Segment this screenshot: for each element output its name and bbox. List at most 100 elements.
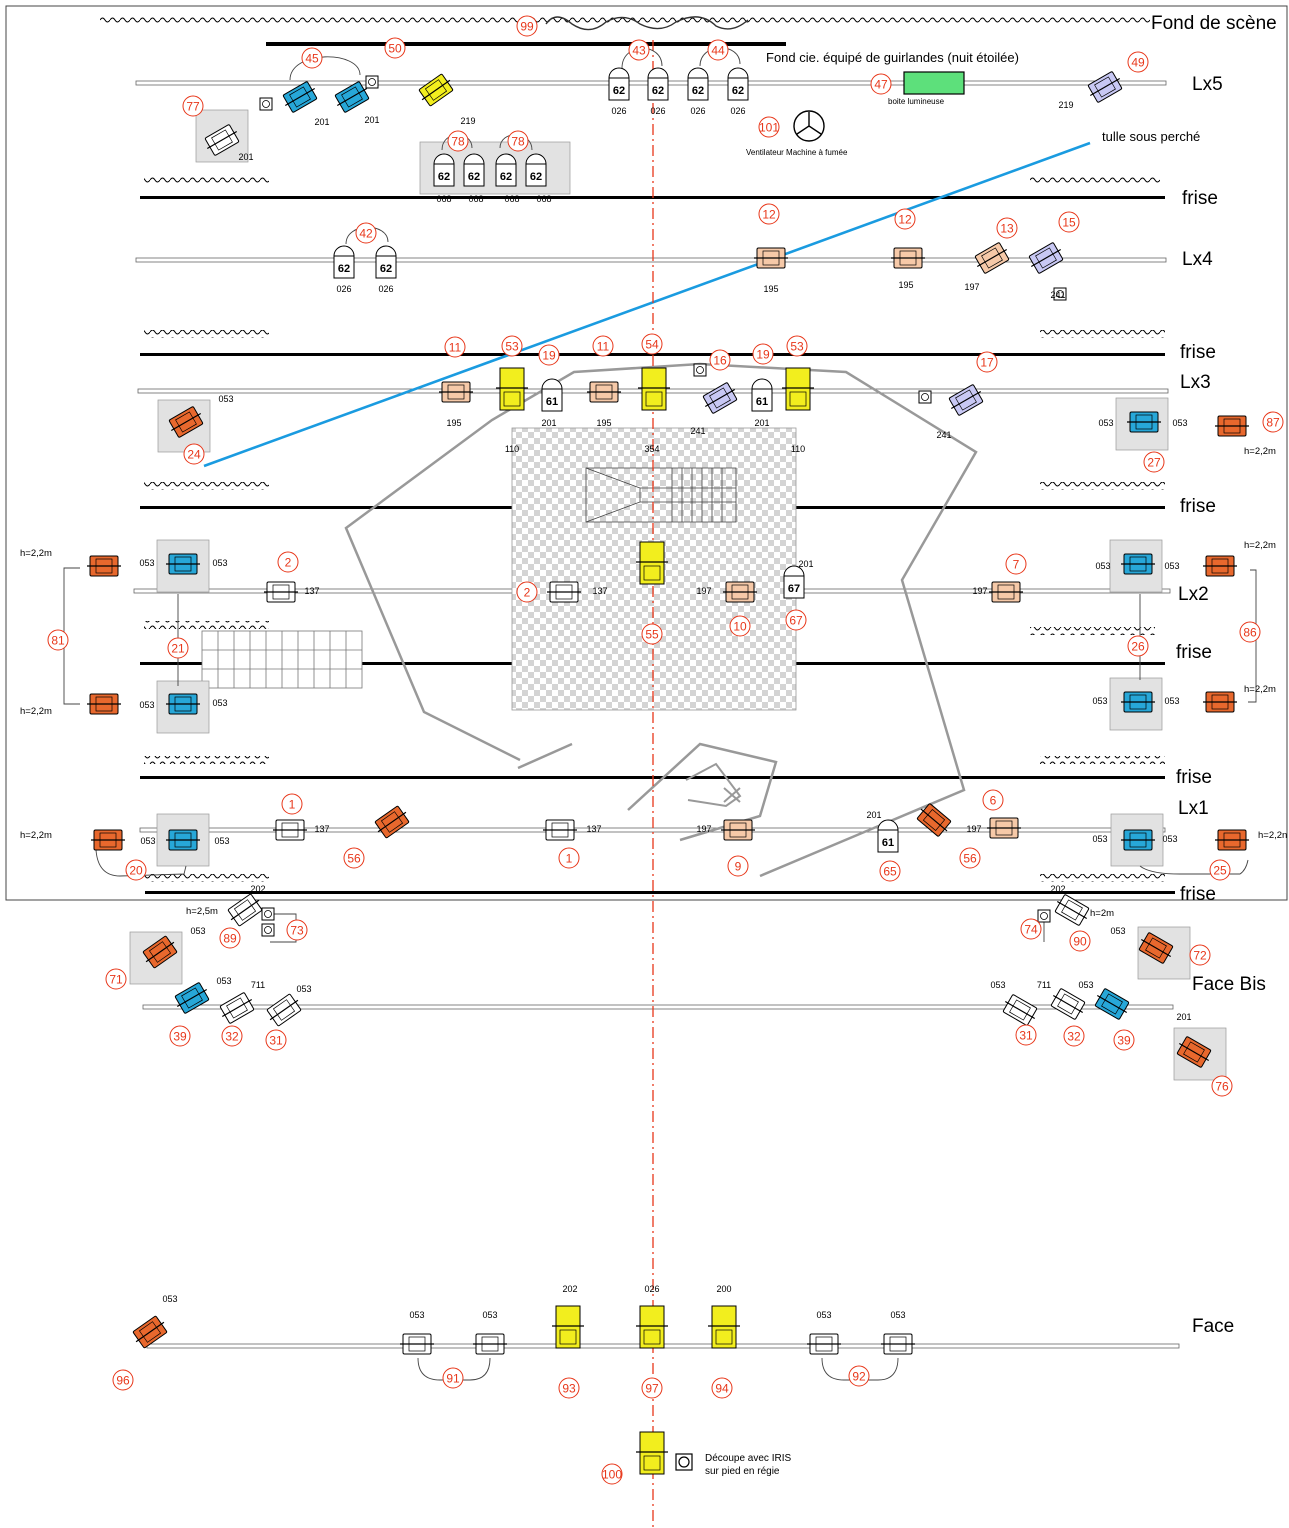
gel-code: 197 <box>972 586 987 596</box>
circuit-label: 89 <box>223 932 237 946</box>
boite-lumineuse <box>903 71 965 95</box>
circuit-number: 39 <box>169 1025 191 1047</box>
scroller-icon <box>693 363 707 377</box>
circuit-label: 77 <box>186 100 200 114</box>
circuit-number: 32 <box>1063 1025 1085 1047</box>
par-lamp-icon: 67 <box>783 565 805 599</box>
circuit-label: 47 <box>874 78 888 92</box>
circuit-number: 31 <box>265 1029 287 1051</box>
circuit-label: 43 <box>632 44 646 58</box>
par-lamp-icon: 62 <box>687 67 709 101</box>
circuit-number: 49 <box>1127 51 1149 73</box>
circuit-number: 78 <box>447 130 469 152</box>
projector-icon-salmon <box>891 247 925 269</box>
gel-code: 137 <box>592 586 607 596</box>
circuit-number: 13 <box>996 217 1018 239</box>
label-lx1: Lx1 <box>1178 798 1209 819</box>
par-lamp-icon: 62 <box>433 153 455 187</box>
circuit-label: 21 <box>171 642 185 656</box>
projector-icon-orange <box>132 1315 168 1349</box>
circuit-number: 2 <box>516 581 538 603</box>
par-code: 62 <box>380 263 392 275</box>
circuit-label: 24 <box>187 448 201 462</box>
circuit-number: 25 <box>1209 859 1231 881</box>
projector-icon-salmon <box>974 242 1010 274</box>
circuit-number: 101 <box>758 116 780 138</box>
gel-code: 137 <box>586 824 601 834</box>
circuit-label: 39 <box>173 1030 187 1044</box>
projector-icon-blue <box>334 81 370 113</box>
gel-code: 053 <box>1164 561 1179 571</box>
frise-wave <box>1040 756 1165 764</box>
projector-icon-yellow <box>782 367 814 411</box>
circuit-label: 15 <box>1062 216 1076 230</box>
gel-code: 053 <box>1095 561 1110 571</box>
projector-icon-lavender <box>1087 71 1123 103</box>
gel-code: 026 <box>644 1284 659 1294</box>
gel-code: 053 <box>139 700 154 710</box>
label-frise: frise <box>1176 642 1212 663</box>
circuit-label: 90 <box>1073 935 1087 949</box>
stage-frame <box>5 5 1288 901</box>
scroller-icon <box>365 75 379 89</box>
projector-icon-lavender <box>1028 242 1064 274</box>
projector-icon-white <box>266 993 302 1027</box>
gel-code: 053 <box>1162 834 1177 844</box>
circuit-number: 55 <box>641 623 663 645</box>
circuit-number: 10 <box>729 615 751 637</box>
circuit-number: 91 <box>442 1367 464 1389</box>
circuit-number: 54 <box>641 333 663 355</box>
circuit-number: 2 <box>277 551 299 573</box>
circuit-label: 11 <box>597 340 610 354</box>
scroller-icon <box>1053 287 1067 301</box>
set-line-x <box>517 742 573 770</box>
height-note: h=2,2m <box>1244 684 1276 695</box>
height-note: h=2,5m <box>186 906 218 917</box>
projector-icon-white <box>219 992 255 1024</box>
circuit-label: 25 <box>1213 864 1227 878</box>
circuit-number: 97 <box>641 1377 663 1399</box>
stairs-left <box>201 630 363 689</box>
note-iris-1: Découpe avec IRIS <box>705 1453 791 1464</box>
circuit-number: 11 <box>444 336 466 358</box>
circuit-label: 97 <box>645 1382 659 1396</box>
projector-icon-white <box>273 819 307 841</box>
gel-code: 110 <box>505 444 519 454</box>
circuit-number: 31 <box>1015 1024 1037 1046</box>
par-code: 62 <box>438 171 450 183</box>
circuit-number: 6 <box>982 789 1004 811</box>
par-code: 62 <box>530 171 542 183</box>
height-note: h=2,2n <box>1258 830 1287 841</box>
par-code: 62 <box>338 263 350 275</box>
circuit-number: 90 <box>1069 930 1091 952</box>
gel-code: 053 <box>214 836 229 846</box>
gel-code: 053 <box>1164 696 1179 706</box>
circuit-label: 53 <box>790 340 804 354</box>
fond-bar <box>266 42 786 46</box>
scroller-icon <box>259 97 273 111</box>
projector-icon-orange <box>1203 691 1237 713</box>
label-lx3: Lx3 <box>1180 372 1211 393</box>
height-note: h=2,2m <box>20 548 52 559</box>
circuit-number: 12 <box>758 203 780 225</box>
gel-code: 197 <box>964 282 979 292</box>
projector-icon-salmon <box>754 247 788 269</box>
gel-code: 195 <box>446 418 461 428</box>
height-note: h=2,2m <box>20 706 52 717</box>
gel-code: 201 <box>541 418 556 428</box>
circuit-label: 67 <box>789 614 803 628</box>
circuit-label: 9 <box>735 860 742 874</box>
circuit-label: 91 <box>446 1372 460 1386</box>
circuit-number: 42 <box>355 222 377 244</box>
projector-icon-orange <box>168 406 204 438</box>
gel-code: 202 <box>250 884 265 894</box>
note-guirlandes: Fond cie. équipé de guirlandes (nuit éto… <box>766 50 1019 65</box>
par-lamp-icon: 62 <box>463 153 485 187</box>
gel-code: 053 <box>890 1310 905 1320</box>
circuit-label: 76 <box>1215 1080 1229 1094</box>
gel-code: 053 <box>218 394 233 404</box>
circuit-label: 6 <box>990 794 997 808</box>
projector-icon-orange <box>87 693 121 715</box>
gel-code: 195 <box>898 280 913 290</box>
